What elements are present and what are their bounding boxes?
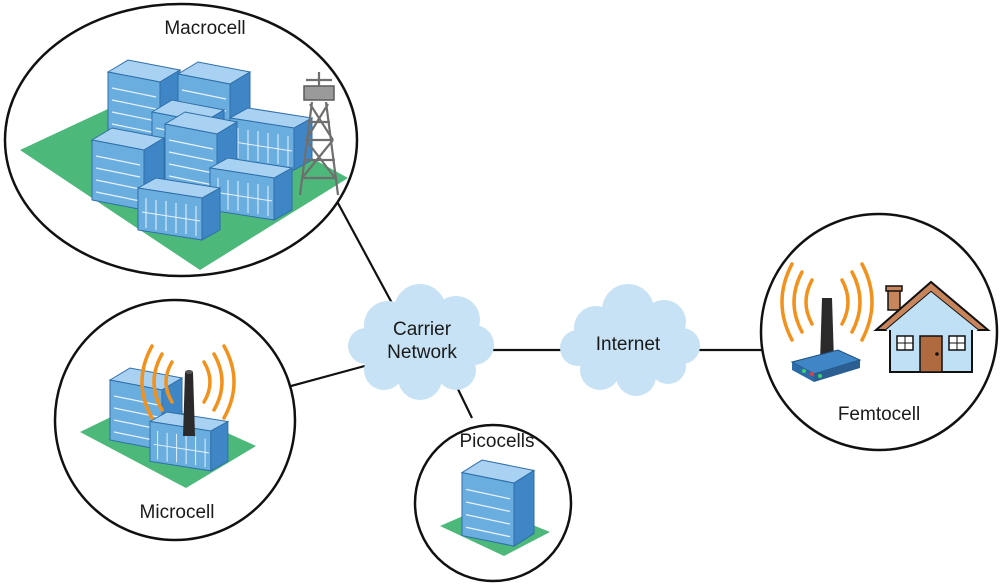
picocells-label: Picocells: [460, 431, 535, 452]
internet-cloud: Internet: [560, 284, 700, 396]
link-macro-carrier: [331, 191, 401, 319]
femtocell-zone: Femtocell: [759, 212, 999, 452]
macrocell-label: Macrocell: [164, 18, 245, 39]
femtocell-boundary: [759, 212, 999, 452]
picocells-zone: Picocells: [413, 423, 573, 583]
antenna-icon: [183, 370, 195, 436]
internet-label: Internet: [596, 334, 661, 355]
microcell-zone: Microcell: [53, 298, 297, 542]
femto-signal-waves-icon: [780, 262, 874, 342]
carrier-network-label-line2: Network: [387, 342, 457, 363]
femtocell-label: Femtocell: [838, 404, 920, 425]
pico-building-icon: [461, 459, 535, 547]
femtocell-router-icon: [790, 298, 862, 382]
carrier-network-cloud: Carrier Network: [348, 284, 494, 400]
macrocell-zone: Macrocell: [3, 2, 359, 278]
cell-tower-icon: [298, 72, 340, 196]
carrier-network-label-line1: Carrier: [393, 319, 452, 340]
signal-waves-icon: [140, 344, 236, 420]
house-icon: [873, 280, 991, 373]
microcell-label: Microcell: [140, 502, 215, 523]
